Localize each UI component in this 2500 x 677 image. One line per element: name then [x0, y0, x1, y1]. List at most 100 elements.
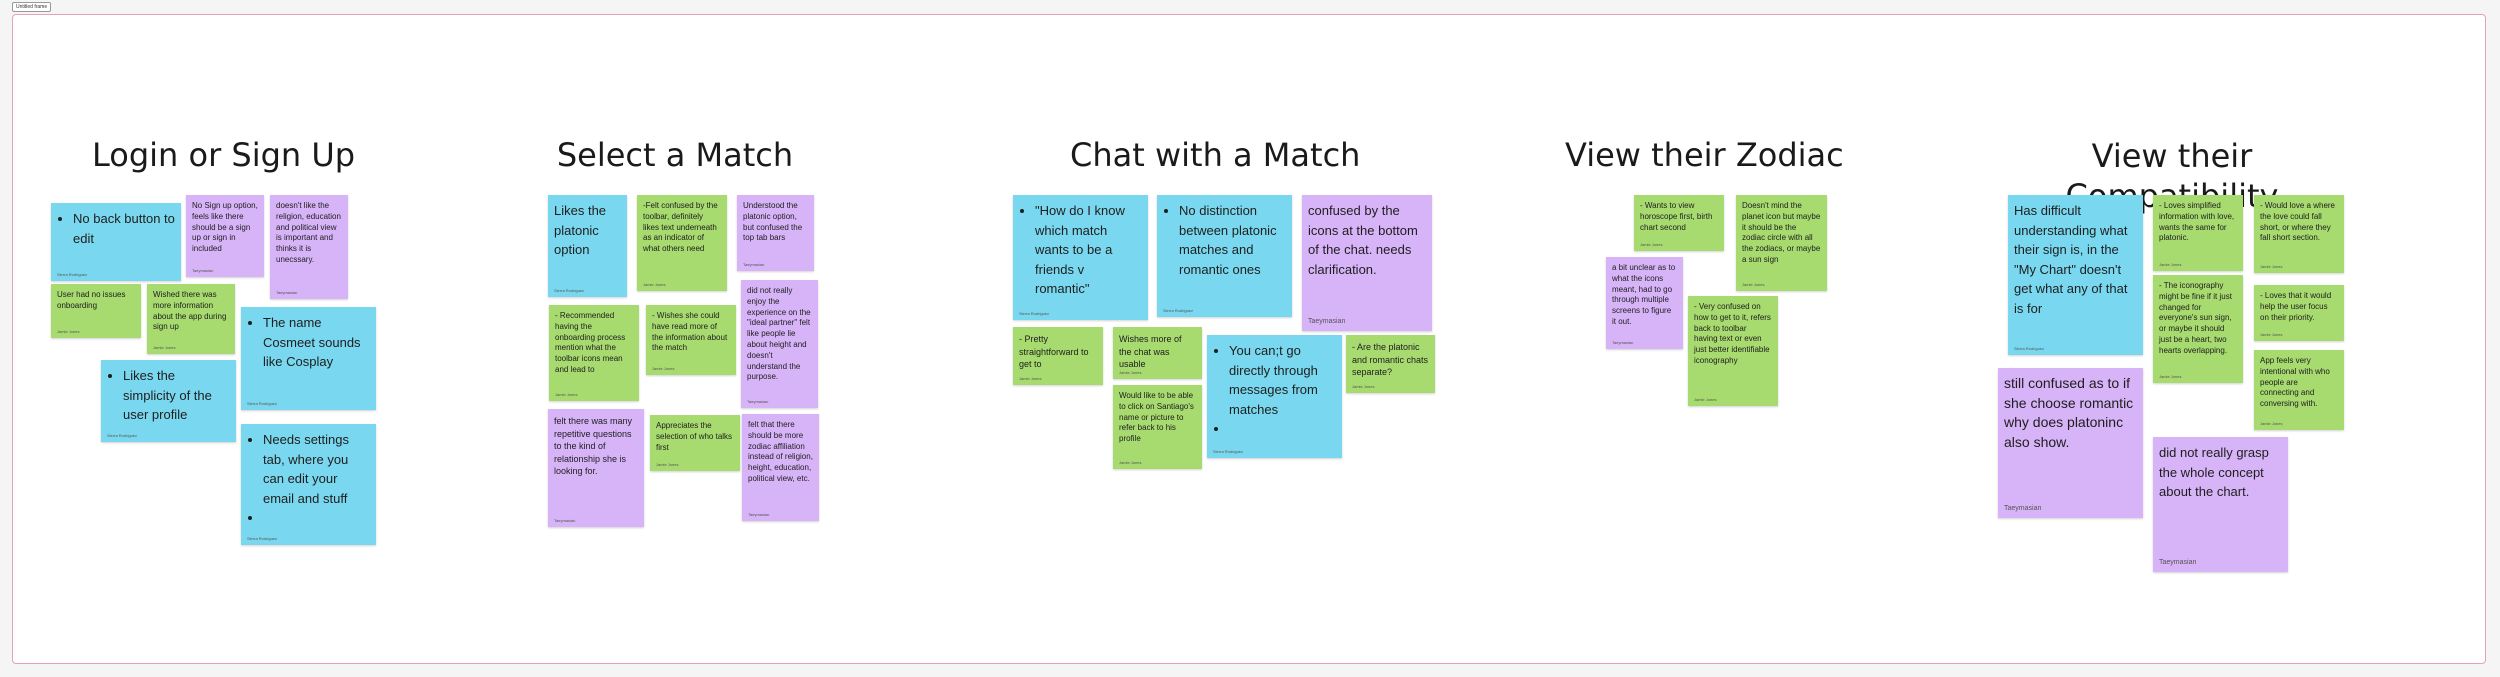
- note-text: No back button to edit: [73, 209, 175, 248]
- note-text: still confused as to if she choose roman…: [2004, 375, 2134, 450]
- note-text: - Wants to view horoscope first, birth c…: [1640, 201, 1713, 232]
- sticky-note[interactable]: App feels very intentional with who peop…: [2254, 350, 2344, 430]
- note-author: Taeymasian: [2004, 505, 2042, 512]
- note-text: - Are the platonic and romantic chats se…: [1352, 342, 1429, 378]
- note-author: Taeymasian: [747, 399, 769, 404]
- column-title-chat: Chat with a Match: [1070, 136, 1361, 174]
- sticky-note[interactable]: -Felt confused by the toolbar, definitel…: [637, 195, 727, 291]
- sticky-note[interactable]: - Pretty straightforward to get to Jamie…: [1013, 327, 1103, 385]
- note-text: App feels very intentional with who peop…: [2260, 356, 2330, 409]
- sticky-note[interactable]: The name Cosmeet sounds like Cosplay Sie…: [241, 307, 376, 410]
- note-text: Needs settings tab, where you can edit y…: [263, 430, 370, 508]
- note-author: Jamie Jones: [153, 345, 176, 350]
- sticky-note[interactable]: No distinction between platonic matches …: [1157, 195, 1292, 317]
- note-author: Taeymasian: [2159, 559, 2197, 566]
- sticky-note[interactable]: Appreciates the selection of who talks f…: [650, 415, 740, 471]
- note-author: Jamie Jones: [1742, 282, 1765, 287]
- note-text: did not really grasp the whole concept a…: [2159, 445, 2269, 499]
- sticky-note[interactable]: Doesn't mind the planet icon but maybe i…: [1736, 195, 1827, 291]
- note-author: Jamie Jones: [2260, 332, 2283, 337]
- note-author: Jamie Jones: [2159, 262, 2182, 267]
- note-author: Taeymasian: [1308, 318, 1346, 325]
- sticky-note[interactable]: - Wants to view horoscope first, birth c…: [1634, 195, 1724, 251]
- sticky-note[interactable]: Likes the platonic option Sierra Rodrigu…: [548, 195, 627, 297]
- note-text: The name Cosmeet sounds like Cosplay: [263, 313, 370, 372]
- note-text: [1229, 419, 1336, 439]
- note-text: - Wishes she could have read more of the…: [652, 311, 728, 353]
- note-author: Taeymasian: [276, 290, 298, 295]
- note-text: Would like to be able to click on Santia…: [1119, 391, 1194, 444]
- note-text: felt that there should be more zodiac af…: [748, 420, 813, 483]
- note-author: Taeymasian: [192, 268, 214, 273]
- sticky-note[interactable]: still confused as to if she choose roman…: [1998, 368, 2143, 518]
- sticky-note[interactable]: No back button to edit Sierra Rodriguez: [51, 203, 181, 281]
- note-text: - Recommended having the onboarding proc…: [555, 311, 626, 374]
- sticky-note[interactable]: "How do I know which match wants to be a…: [1013, 195, 1148, 320]
- note-author: Jamie Jones: [1640, 242, 1663, 247]
- sticky-note[interactable]: a bit unclear as to what the icons meant…: [1606, 257, 1683, 349]
- note-author: Jamie Jones: [2260, 421, 2283, 426]
- note-text: You can;t go directly through messages f…: [1229, 341, 1336, 419]
- sticky-note[interactable]: - The iconography might be fine if it ju…: [2153, 275, 2243, 383]
- frame-label[interactable]: Untitled frame: [12, 2, 52, 12]
- note-author: Jamie Jones: [1019, 376, 1042, 381]
- note-author: Jamie Jones: [1119, 460, 1142, 465]
- note-text: Wishes more of the chat was usable: [1119, 334, 1182, 370]
- note-author: Sierra Rodriguez: [247, 536, 278, 541]
- sticky-note[interactable]: Wishes more of the chat was usable Jamie…: [1113, 327, 1202, 379]
- note-text: User had no issues onboarding: [57, 290, 126, 310]
- sticky-note[interactable]: - Recommended having the onboarding proc…: [549, 305, 639, 401]
- note-text: - Loves simplified information with love…: [2159, 201, 2235, 243]
- note-text: No Sign up option, feels like there shou…: [192, 201, 258, 254]
- sticky-note[interactable]: You can;t go directly through messages f…: [1207, 335, 1342, 458]
- sticky-note[interactable]: User had no issues onboarding Jamie Jone…: [51, 284, 141, 338]
- sticky-note[interactable]: confused by the icons at the bottom of t…: [1302, 195, 1432, 331]
- note-author: Jamie Jones: [1694, 397, 1717, 402]
- note-author: Jamie Jones: [656, 462, 679, 467]
- note-text: Doesn't mind the planet icon but maybe i…: [1742, 201, 1821, 264]
- sticky-note[interactable]: - Wishes she could have read more of the…: [646, 305, 736, 375]
- note-text: "How do I know which match wants to be a…: [1035, 201, 1142, 299]
- sticky-note[interactable]: Needs settings tab, where you can edit y…: [241, 424, 376, 545]
- note-text: [263, 508, 370, 528]
- sticky-note[interactable]: felt that there should be more zodiac af…: [742, 414, 819, 521]
- sticky-note[interactable]: - Would love a where the love could fall…: [2254, 195, 2344, 273]
- note-text: - Loves that it would help the user focu…: [2260, 291, 2332, 322]
- sticky-note[interactable]: - Loves that it would help the user focu…: [2254, 285, 2344, 341]
- sticky-note[interactable]: did not really enjoy the experience on t…: [741, 280, 818, 408]
- column-title-login: Login or Sign Up: [92, 136, 356, 174]
- note-text: Likes the simplicity of the user profile: [123, 366, 230, 425]
- note-author: Jamie Jones: [57, 329, 80, 334]
- note-author: Jamie Jones: [2260, 264, 2283, 269]
- column-title-zodiac: View their Zodiac: [1565, 136, 1844, 174]
- sticky-note[interactable]: - Loves simplified information with love…: [2153, 195, 2243, 271]
- note-author: Sierra Rodriguez: [107, 433, 138, 438]
- sticky-note[interactable]: doesn't like the religion, education and…: [270, 195, 348, 299]
- note-text: Understood the platonic option, but conf…: [743, 201, 803, 243]
- note-author: Jamie Jones: [652, 366, 675, 371]
- note-text: Likes the platonic option: [554, 203, 607, 257]
- sticky-note[interactable]: Understood the platonic option, but conf…: [737, 195, 814, 271]
- note-author: Sierra Rodriguez: [247, 401, 278, 406]
- note-author: Taeymasian: [554, 518, 576, 523]
- sticky-note[interactable]: felt there was many repetitive questions…: [548, 409, 644, 527]
- note-text: -Felt confused by the toolbar, definitel…: [643, 201, 718, 254]
- sticky-note[interactable]: - Are the platonic and romantic chats se…: [1346, 335, 1435, 393]
- note-author: Jamie Jones: [1352, 384, 1375, 389]
- sticky-note[interactable]: Likes the simplicity of the user profile…: [101, 360, 236, 442]
- sticky-note[interactable]: Has difficult understanding what their s…: [2008, 195, 2143, 355]
- note-text: Has difficult understanding what their s…: [2014, 203, 2128, 316]
- note-text: Appreciates the selection of who talks f…: [656, 421, 733, 452]
- note-text: felt there was many repetitive questions…: [554, 416, 633, 477]
- sticky-note[interactable]: Would like to be able to click on Santia…: [1113, 385, 1202, 469]
- note-author: Sierra Rodriguez: [57, 272, 88, 277]
- note-text: No distinction between platonic matches …: [1179, 201, 1286, 279]
- sticky-note[interactable]: did not really grasp the whole concept a…: [2153, 437, 2288, 572]
- note-text: confused by the icons at the bottom of t…: [1308, 203, 1418, 277]
- note-text: - Pretty straightforward to get to: [1019, 334, 1089, 370]
- note-author: Jamie Jones: [2159, 374, 2182, 379]
- sticky-note[interactable]: - Very confused on how to get to it, ref…: [1688, 296, 1778, 406]
- note-author: Taeymasian: [743, 262, 765, 267]
- sticky-note[interactable]: Wished there was more information about …: [147, 284, 235, 354]
- sticky-note[interactable]: No Sign up option, feels like there shou…: [186, 195, 264, 277]
